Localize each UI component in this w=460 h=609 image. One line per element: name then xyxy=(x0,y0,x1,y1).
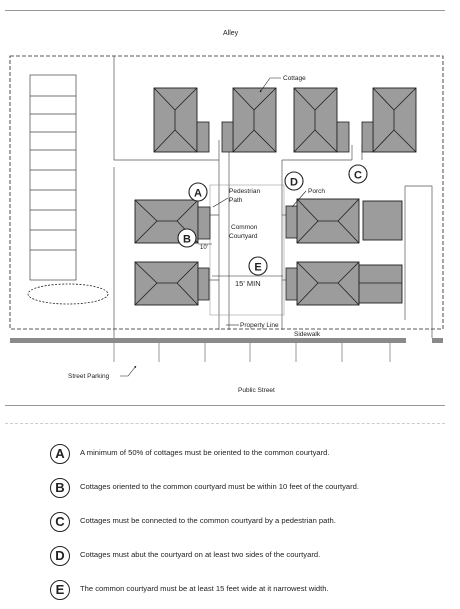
marker-a: A xyxy=(188,182,208,202)
site-plan: Alley xyxy=(9,30,444,394)
pedestrian-path-label-2: Path xyxy=(229,197,243,204)
street-parking-label: Street Parking xyxy=(68,373,110,380)
cottage-top-4 xyxy=(361,87,417,153)
svg-text:A: A xyxy=(194,188,202,200)
property-line-label: Property Line xyxy=(240,322,279,329)
svg-text:B: B xyxy=(183,234,191,246)
legend-text-e: The common courtyard must be at least 15… xyxy=(80,584,329,593)
street-parking-leader xyxy=(120,365,137,377)
legend-item-a: A A minimum of 50% of cottages must be o… xyxy=(50,444,450,468)
pedestrian-path-leader xyxy=(212,197,229,208)
legend-marker-a: A xyxy=(50,444,70,464)
cottage-left-2 xyxy=(134,261,210,306)
legend-item-d: D Cottages must abut the courtyard on at… xyxy=(50,546,450,570)
cottage-right-2 xyxy=(285,261,403,306)
svg-text:D: D xyxy=(290,177,298,189)
cottage-top-3 xyxy=(293,87,350,153)
cottage-leader xyxy=(259,77,281,93)
porch-label: Porch xyxy=(308,188,325,195)
legend-item-c: C Cottages must be connected to the comm… xyxy=(50,512,450,536)
legend-item-b: B Cottages oriented to the common courty… xyxy=(50,478,450,502)
alley-label: Alley xyxy=(223,30,239,37)
street-parking-stalls xyxy=(113,343,391,362)
svg-text:E: E xyxy=(254,262,261,274)
porch-leader xyxy=(291,190,307,208)
marker-d: D xyxy=(284,171,304,191)
legend-text-d: Cottages must abut the courtyard on at l… xyxy=(80,550,321,559)
sidewalk-strip-right xyxy=(432,338,443,343)
top-rule xyxy=(5,10,445,11)
marker-e: E xyxy=(248,256,268,276)
common-courtyard xyxy=(209,184,285,316)
legend-marker-c: C xyxy=(50,512,70,532)
legend-item-e: E The common courtyard must be at least … xyxy=(50,580,450,604)
cottage-left-1 xyxy=(134,199,211,244)
svg-text:C: C xyxy=(354,170,362,182)
legend-marker-b: B xyxy=(50,478,70,498)
legend-marker-e: E xyxy=(50,580,70,600)
sidewalk-label: Sidewalk xyxy=(294,331,321,338)
public-street-label: Public Street xyxy=(238,387,275,394)
parking-stalls xyxy=(29,74,77,281)
legend-text-a: A minimum of 50% of cottages must be ori… xyxy=(80,448,330,457)
courtyard-label-2: Courtyard xyxy=(229,233,258,240)
divider-rule-2 xyxy=(5,423,445,424)
cottage-top-2 xyxy=(221,87,277,153)
pedestrian-path-label-1: Pedestrian xyxy=(229,188,260,195)
divider-rule-1 xyxy=(5,405,445,406)
landscape-shrub xyxy=(27,283,109,305)
marker-b: B xyxy=(177,228,197,248)
legend-text-c: Cottages must be connected to the common… xyxy=(80,516,336,525)
cottage-right-1 xyxy=(285,198,403,244)
cottage-label: Cottage xyxy=(283,75,306,82)
property-line xyxy=(9,55,444,330)
dim-10-label: 10' xyxy=(200,245,208,251)
legend-marker-d: D xyxy=(50,546,70,566)
dim-15-label: 15' MIN xyxy=(235,279,261,288)
legend-text-b: Cottages oriented to the common courtyar… xyxy=(80,482,360,491)
cottage-top-1 xyxy=(153,87,210,153)
marker-c: C xyxy=(348,164,368,184)
courtyard-label-1: Common xyxy=(231,224,258,231)
sidewalk-strip xyxy=(10,338,406,343)
